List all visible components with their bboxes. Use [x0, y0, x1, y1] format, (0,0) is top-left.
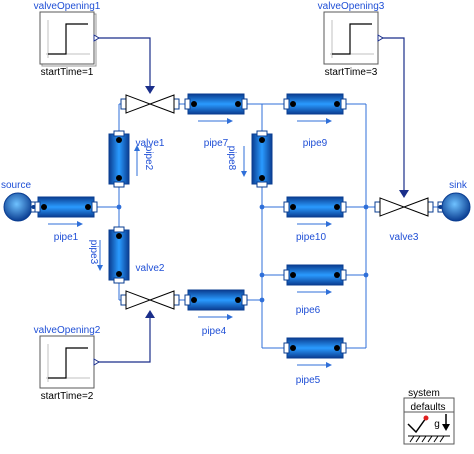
valveOpening2-param: startTime=2 [41, 391, 94, 402]
valve1-block[interactable]: valve1 [120, 94, 180, 149]
pipe4-block[interactable]: pipe4 [184, 289, 248, 337]
junction-nodes [116, 204, 369, 303]
source-block[interactable]: source [1, 180, 37, 222]
signal-connections [96, 37, 409, 363]
fluid-connections [34, 103, 440, 349]
pipe4-label: pipe4 [202, 326, 227, 337]
valveOpening3-block[interactable]: valveOpening3 startTime=3 [318, 1, 385, 78]
system-g-label: g [434, 419, 440, 430]
pipe1-block[interactable]: pipe1 [34, 196, 98, 243]
system-defaults-label: defaults [410, 402, 445, 413]
valve3-block[interactable]: valve3 [374, 197, 434, 243]
pipe10-block[interactable]: pipe10 [283, 196, 347, 243]
junction-node [363, 204, 369, 210]
pipe3-block[interactable]: pipe3 [88, 226, 130, 284]
pipe3-label: pipe3 [88, 240, 99, 265]
valveOpening2-block[interactable]: valveOpening2 startTime=2 [34, 325, 101, 402]
pipe9-label: pipe9 [303, 138, 328, 149]
pipe6-label: pipe6 [296, 305, 321, 316]
valveOpening1-block[interactable]: valveOpening1 startTime=1 [34, 1, 101, 78]
valve2-label: valve2 [136, 263, 165, 274]
junction-node [363, 272, 369, 278]
pipe8-label: pipe8 [226, 146, 237, 171]
valveOpening1-label: valveOpening1 [34, 1, 101, 12]
pipe7-label: pipe7 [204, 138, 229, 149]
valveOpening2-label: valveOpening2 [34, 325, 101, 336]
source-label: source [1, 180, 31, 191]
valveOpening3-param: startTime=3 [325, 67, 378, 78]
pipe9-block[interactable]: pipe9 [283, 93, 347, 149]
system-reference-dot [423, 415, 429, 421]
pipe2-block[interactable]: pipe2 [108, 130, 154, 188]
valve3-label: valve3 [390, 232, 419, 243]
pipe6-block[interactable]: pipe6 [283, 264, 347, 316]
pipe2-label: pipe2 [143, 146, 154, 171]
junction-node [259, 272, 265, 278]
pipe1-label: pipe1 [54, 232, 79, 243]
sink-label: sink [449, 180, 468, 191]
junction-node [259, 297, 265, 303]
pipe7-block[interactable]: pipe7 [184, 93, 248, 149]
system-label: system [408, 388, 440, 399]
junction-node [116, 204, 122, 210]
pipe10-label: pipe10 [296, 232, 326, 243]
pipe8-block[interactable]: pipe8 [226, 130, 273, 188]
junction-node [259, 204, 265, 210]
sink-block[interactable]: sink [437, 180, 471, 222]
system-block[interactable]: system defaults g [403, 388, 455, 445]
pipe5-block[interactable]: pipe5 [283, 337, 347, 386]
valve1-label: valve1 [136, 138, 165, 149]
pipe5-label: pipe5 [296, 375, 321, 386]
ground-hatch [409, 435, 445, 443]
valveOpening3-label: valveOpening3 [318, 1, 385, 12]
valveOpening1-param: startTime=1 [41, 67, 94, 78]
valve2-block[interactable]: valve2 [120, 263, 180, 310]
